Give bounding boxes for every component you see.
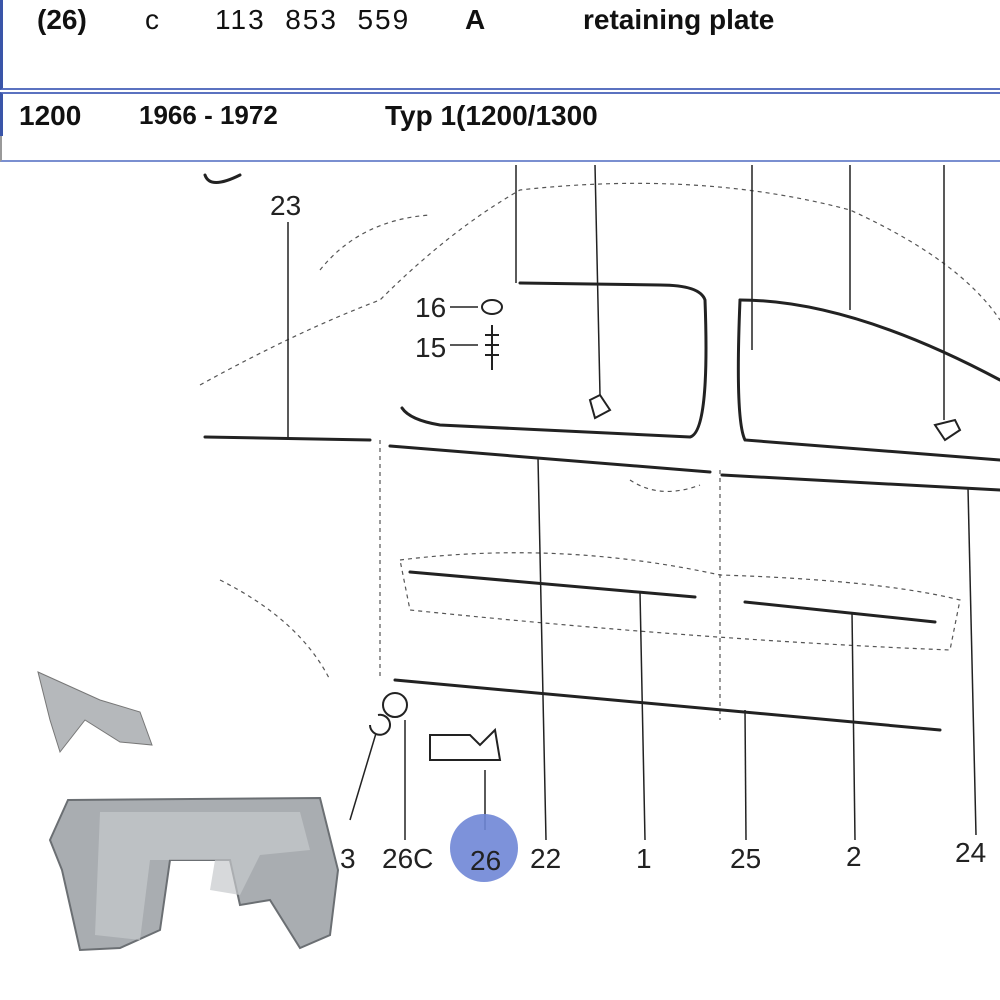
nut-icon bbox=[382, 692, 408, 718]
model-row: 1200 1966 - 1972 Typ 1(1200/1300 bbox=[0, 92, 1000, 138]
callout-1: 1 bbox=[636, 843, 652, 874]
body-outline bbox=[199, 182, 1000, 720]
part-suffix: A bbox=[465, 4, 486, 35]
washer-icon bbox=[481, 299, 503, 315]
years: 1966 - 1972 bbox=[139, 100, 278, 130]
callout-labels: 23 16 15 22 1 25 2 24 26C 26 3 bbox=[270, 190, 986, 876]
callout-23: 23 bbox=[270, 190, 301, 221]
callout-24: 24 bbox=[955, 837, 986, 868]
part-description: retaining plate bbox=[583, 4, 775, 35]
leader-lines bbox=[287, 164, 977, 841]
screw-icon bbox=[485, 325, 499, 370]
retaining-plate-icon bbox=[429, 727, 502, 761]
retaining-plate-photo bbox=[37, 671, 340, 952]
code-letter: c bbox=[145, 4, 161, 35]
engine: 1200 bbox=[19, 100, 82, 131]
callout-2: 2 bbox=[846, 841, 862, 872]
trim-strips bbox=[203, 173, 1000, 732]
part-number: 113 853 559 bbox=[215, 4, 411, 35]
ref-number: (26) bbox=[37, 4, 87, 35]
part-header-row: (26) c 113 853 559 A retaining plate bbox=[0, 0, 1000, 90]
vehicle-type: Typ 1(1200/1300 bbox=[385, 100, 598, 131]
clip-icon bbox=[369, 713, 391, 736]
callout-3: 3 bbox=[340, 843, 356, 874]
callout-26c: 26C bbox=[382, 843, 433, 874]
small-parts bbox=[369, 299, 962, 761]
callout-25: 25 bbox=[730, 843, 761, 874]
callout-22: 22 bbox=[530, 843, 561, 874]
clip-icon bbox=[588, 393, 612, 420]
empty-row bbox=[0, 136, 1000, 162]
highlight-circle bbox=[450, 814, 518, 882]
callout-16: 16 bbox=[415, 292, 446, 323]
fastener-icon bbox=[933, 418, 962, 442]
callout-15: 15 bbox=[415, 332, 446, 363]
callout-26: 26 bbox=[470, 845, 501, 876]
